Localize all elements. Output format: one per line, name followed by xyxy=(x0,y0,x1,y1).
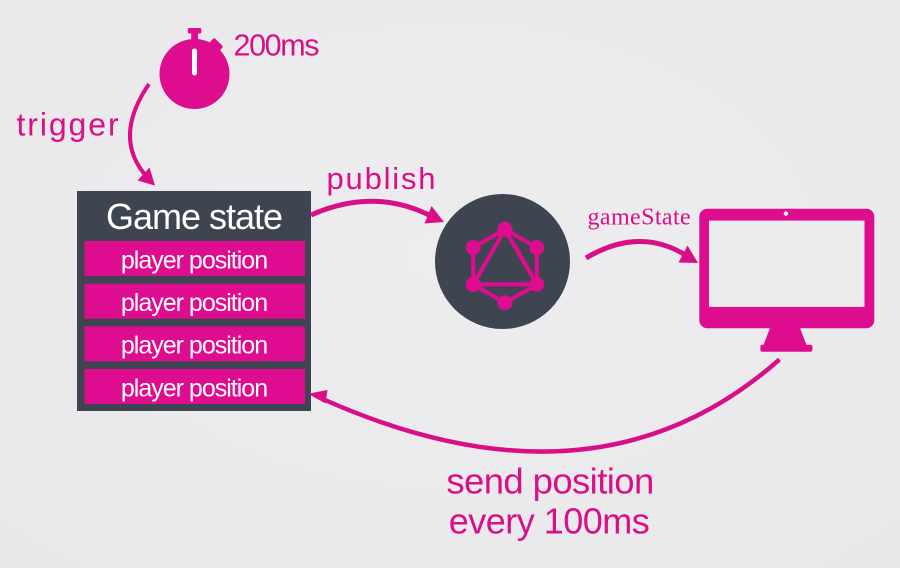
svg-text:Game state: Game state xyxy=(106,196,282,237)
svg-text:send position: send position xyxy=(446,461,653,502)
svg-text:trigger: trigger xyxy=(17,107,121,143)
svg-text:every 100ms: every 100ms xyxy=(449,500,650,541)
svg-text:player position: player position xyxy=(121,246,267,274)
svg-text:gameState: gameState xyxy=(588,204,692,230)
svg-text:200ms: 200ms xyxy=(234,29,320,63)
svg-text:player position: player position xyxy=(121,332,267,360)
svg-text:publish: publish xyxy=(327,161,438,196)
svg-text:player position: player position xyxy=(121,289,267,317)
svg-text:player position: player position xyxy=(121,374,267,402)
